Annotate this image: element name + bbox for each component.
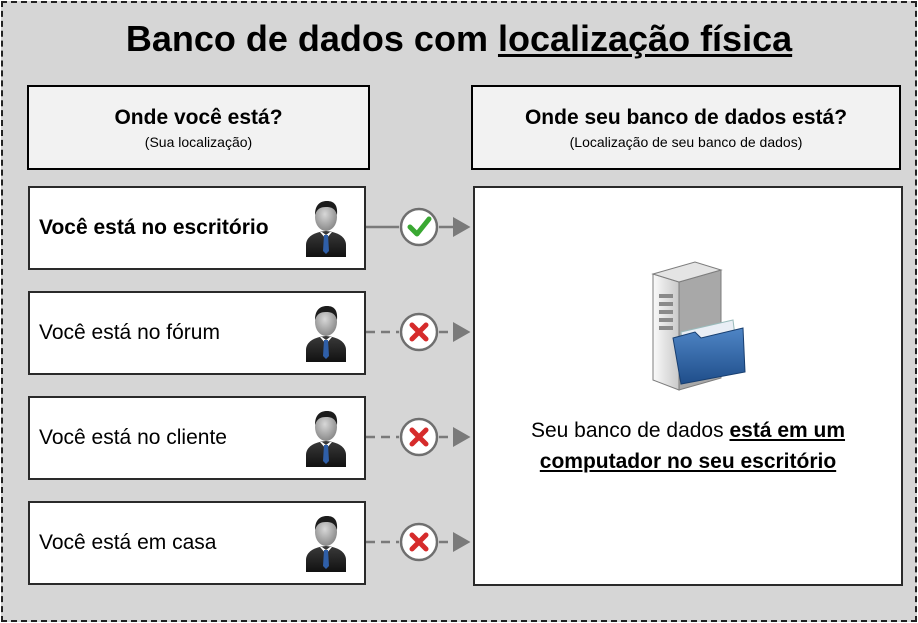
location-row-office: Você está no escritório <box>28 186 366 270</box>
left-header: Onde você está? (Sua localização) <box>27 85 370 170</box>
location-label: Você está em casa <box>39 531 217 554</box>
location-row-home: Você está em casa <box>28 501 366 585</box>
right-header: Onde seu banco de dados está? (Localizaç… <box>471 85 901 170</box>
cross-icon <box>409 322 429 342</box>
right-header-subtitle: (Localização de seu banco de dados) <box>569 134 803 150</box>
left-header-title: Onde você está? <box>114 106 283 129</box>
server-folder-icon <box>651 261 746 391</box>
connector-4 <box>366 522 471 562</box>
database-box: Seu banco de dados está em um computador… <box>473 186 903 586</box>
title-emphasis: localização física <box>497 18 793 59</box>
person-icon <box>304 514 348 572</box>
check-icon <box>407 216 432 237</box>
status-circle <box>399 207 439 247</box>
database-text-prefix: Seu banco de dados <box>530 419 724 442</box>
cross-icon <box>409 427 429 447</box>
connector-2 <box>366 312 471 352</box>
person-icon <box>304 199 348 257</box>
connector-1 <box>366 207 471 247</box>
location-label: Você está no fórum <box>39 321 220 344</box>
connectors-layer <box>366 207 471 562</box>
right-header-title: Onde seu banco de dados está? <box>524 106 848 129</box>
database-location-text: Seu banco de dados está em um computador… <box>475 415 901 477</box>
diagram-title: Banco de dados com localização física <box>3 17 915 61</box>
left-header-subtitle: (Sua localização) <box>144 134 253 150</box>
connector-3 <box>366 417 471 457</box>
location-label: Você está no escritório <box>39 216 269 239</box>
title-prefix: Banco de dados com <box>125 18 488 59</box>
person-icon <box>304 409 348 467</box>
location-row-client: Você está no cliente <box>28 396 366 480</box>
database-text-emphasis: está em um computador no seu escritório <box>539 419 846 473</box>
location-label: Você está no cliente <box>39 426 227 449</box>
location-row-forum: Você está no fórum <box>28 291 366 375</box>
cross-icon <box>409 532 429 552</box>
person-icon <box>304 304 348 362</box>
